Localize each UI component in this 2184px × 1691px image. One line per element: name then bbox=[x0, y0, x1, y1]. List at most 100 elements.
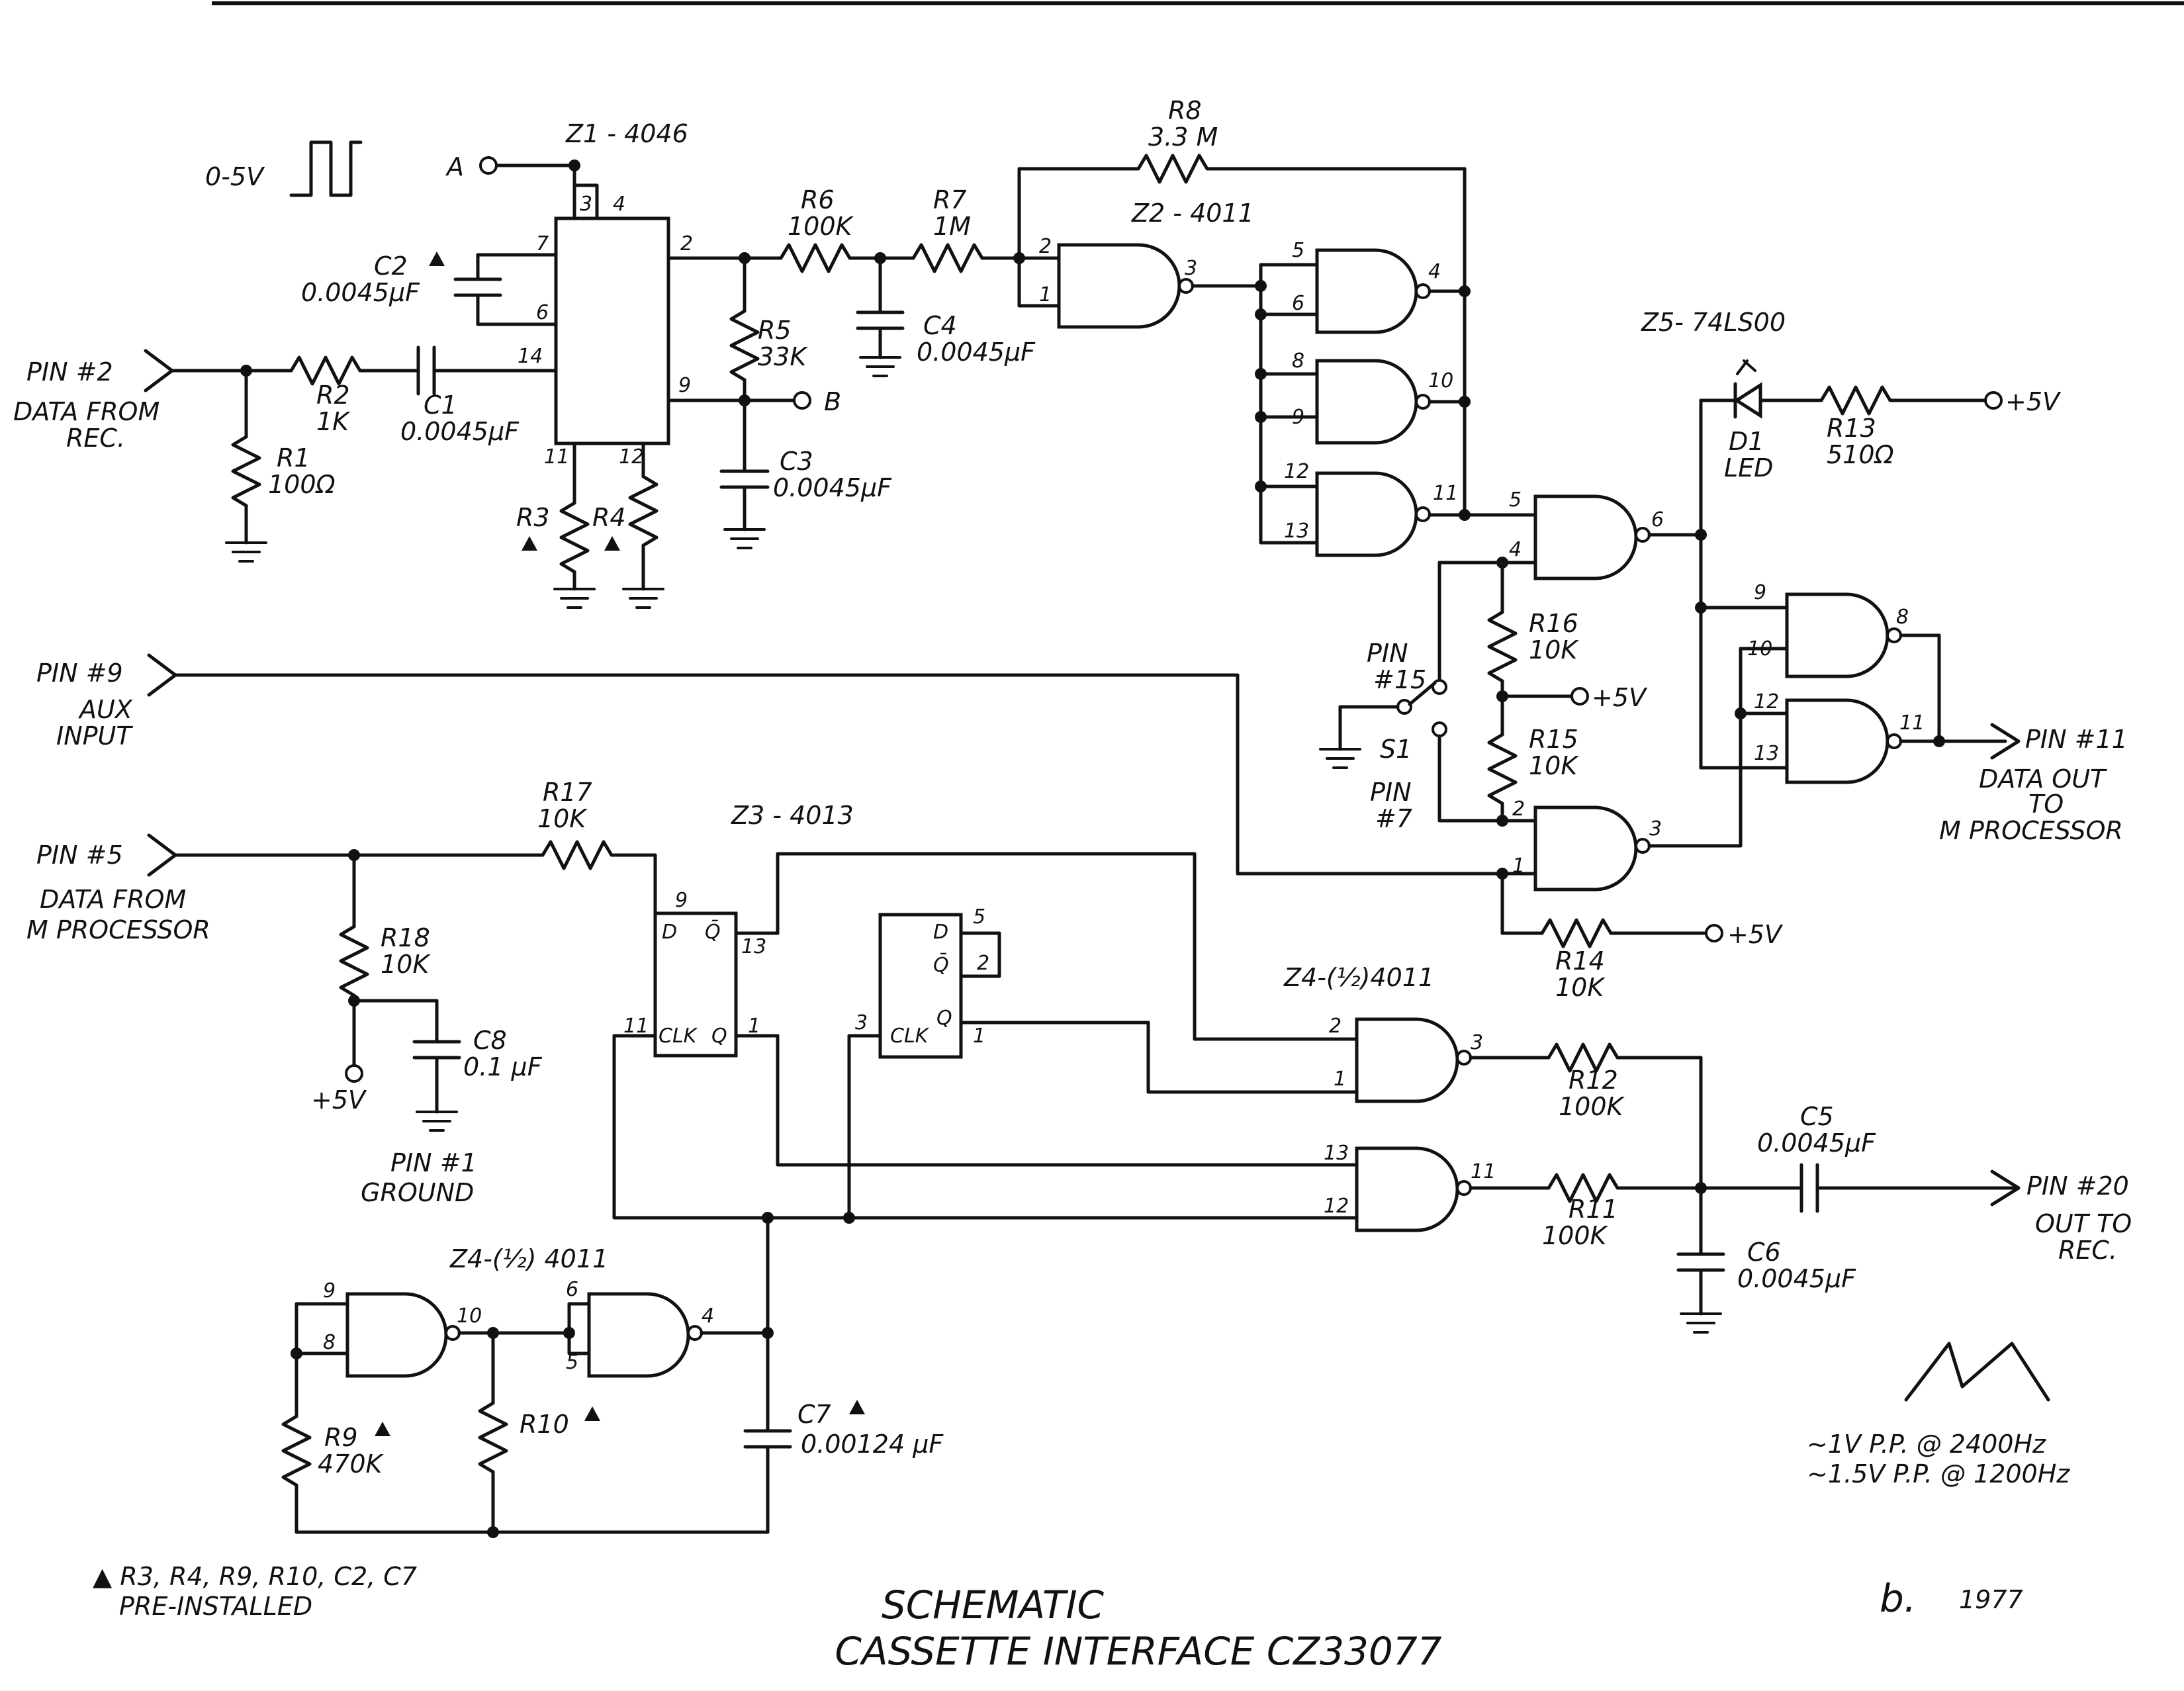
r12-label: R12 bbox=[1569, 1066, 1618, 1095]
svg-text:6: 6 bbox=[536, 301, 549, 324]
footnote-line-1: ▲ R3, R4, R9, R10, C2, C7 bbox=[93, 1562, 417, 1591]
c8-label: C8 bbox=[473, 1026, 507, 1055]
z3-flipflop-1 bbox=[653, 911, 738, 1058]
pin1-label: PIN #1 bbox=[390, 1148, 477, 1177]
svg-text:8: 8 bbox=[1292, 349, 1304, 373]
svg-text:4: 4 bbox=[702, 1304, 714, 1328]
svg-text:2: 2 bbox=[977, 952, 989, 975]
c5-label: C5 bbox=[1800, 1102, 1834, 1131]
z4-gate-3 bbox=[345, 1292, 448, 1378]
svg-text:9: 9 bbox=[675, 889, 688, 912]
svg-text:1: 1 bbox=[1039, 283, 1052, 306]
svg-text:6: 6 bbox=[1651, 508, 1664, 531]
s1-switch-lever bbox=[1408, 681, 1437, 706]
pin11-label: PIN #11 bbox=[2025, 725, 2128, 754]
pin1-desc: GROUND bbox=[361, 1178, 474, 1207]
z5-gate-4 bbox=[1533, 805, 1638, 891]
svg-text:1: 1 bbox=[1334, 1068, 1346, 1091]
svg-text:13: 13 bbox=[741, 935, 766, 958]
svg-text:3: 3 bbox=[1185, 257, 1197, 280]
r4-label: R4 bbox=[592, 503, 626, 532]
r1-label: R1 bbox=[277, 443, 310, 473]
switch-common bbox=[1396, 699, 1412, 715]
input-signal-label: 0-5V bbox=[205, 162, 265, 191]
svg-text:11: 11 bbox=[1471, 1160, 1496, 1183]
r15-resistor bbox=[1487, 733, 1518, 805]
pin9-desc2: INPUT bbox=[56, 721, 133, 751]
r9-label: R9 bbox=[324, 1423, 358, 1452]
svg-text:12: 12 bbox=[1754, 690, 1779, 713]
svg-text:4: 4 bbox=[1509, 538, 1522, 561]
pin20-desc2: REC. bbox=[2058, 1236, 2117, 1265]
pin9-desc1: AUX bbox=[77, 695, 133, 724]
svg-text:13: 13 bbox=[1754, 742, 1779, 765]
r13-resistor bbox=[1819, 385, 1892, 416]
r5-value: 33K bbox=[758, 342, 808, 371]
c4-value: 0.0045µF bbox=[917, 338, 1036, 367]
c8-value: 0.1 µF bbox=[463, 1052, 543, 1081]
r14-supply: +5V bbox=[1727, 920, 1784, 949]
node-a-label: A bbox=[445, 152, 464, 181]
svg-text:2: 2 bbox=[1039, 235, 1052, 258]
svg-text:9: 9 bbox=[323, 1279, 336, 1303]
r9-resistor bbox=[281, 1414, 312, 1487]
r9-value: 470K bbox=[318, 1449, 385, 1479]
r7-label: R7 bbox=[933, 185, 967, 214]
svg-text:5: 5 bbox=[1509, 488, 1522, 512]
z4-gate-4 bbox=[587, 1292, 690, 1378]
r13-supply: +5V bbox=[2005, 387, 2062, 416]
z5-gate-3 bbox=[1785, 698, 1889, 784]
svg-text:5: 5 bbox=[973, 905, 985, 929]
svg-text:13: 13 bbox=[1284, 520, 1309, 543]
r8-resistor bbox=[1136, 154, 1209, 184]
r13-value: 510Ω bbox=[1827, 440, 1894, 469]
svg-text:14: 14 bbox=[518, 345, 543, 368]
svg-text:10: 10 bbox=[457, 1304, 482, 1328]
z4b-label: Z4-(½) 4011 bbox=[449, 1244, 608, 1273]
title-line-1: SCHEMATIC bbox=[882, 1582, 1105, 1627]
svg-text:CLK: CLK bbox=[890, 1025, 930, 1048]
r10-resistor bbox=[478, 1401, 508, 1474]
c1-value: 0.0045µF bbox=[400, 417, 520, 446]
c7-label: C7 bbox=[797, 1400, 831, 1429]
pin5-connector bbox=[147, 833, 177, 877]
r15-value: 10K bbox=[1529, 751, 1579, 780]
svg-text:3: 3 bbox=[1471, 1031, 1483, 1054]
z1-4046-chip bbox=[554, 216, 670, 445]
pin20-label: PIN #20 bbox=[2026, 1171, 2129, 1201]
svg-text:13: 13 bbox=[1324, 1142, 1349, 1165]
r2-label: R2 bbox=[316, 381, 350, 410]
triangle-waveform-icon bbox=[1904, 1342, 2050, 1402]
z2-gate-3 bbox=[1315, 359, 1418, 445]
z5-label: Z5- 74LS00 bbox=[1641, 308, 1786, 337]
svg-text:11: 11 bbox=[1899, 711, 1925, 735]
waveform-note-1: ~1V P.P. @ 2400Hz bbox=[1807, 1430, 2046, 1459]
pin15-label2: #15 bbox=[1373, 665, 1426, 694]
z1-label: Z1 - 4046 bbox=[565, 119, 688, 148]
r14-resistor bbox=[1540, 918, 1613, 948]
svg-text:6: 6 bbox=[566, 1278, 578, 1301]
r18-supply: +5V bbox=[311, 1085, 367, 1115]
oscillator-section: Z4-(½) 4011 9 8 10 6 5 4 R9 470K bbox=[281, 1216, 944, 1538]
z2-gate-1 bbox=[1057, 243, 1181, 329]
input-section: PIN #2 DATA FROM REC. R1 100Ω R2 1K C1 0… bbox=[13, 119, 1061, 609]
r11-label: R11 bbox=[1569, 1195, 1618, 1224]
r7-resistor bbox=[911, 243, 984, 273]
r12-resistor bbox=[1547, 1042, 1619, 1073]
svg-text:Q: Q bbox=[711, 1025, 727, 1048]
r6-value: 100K bbox=[788, 212, 854, 241]
svg-text:5: 5 bbox=[1292, 239, 1304, 262]
r12-value: 100K bbox=[1559, 1092, 1625, 1121]
svg-text:1: 1 bbox=[748, 1015, 760, 1038]
svg-text:3: 3 bbox=[580, 193, 592, 216]
d1-value: LED bbox=[1724, 453, 1773, 482]
pin9-label: PIN #9 bbox=[36, 659, 123, 688]
r18-label: R18 bbox=[381, 923, 430, 952]
r11-resistor bbox=[1547, 1173, 1619, 1203]
c3-value: 0.0045µF bbox=[773, 473, 892, 502]
svg-text:3: 3 bbox=[855, 1011, 868, 1034]
svg-text:12: 12 bbox=[1284, 460, 1309, 483]
c1-label: C1 bbox=[424, 390, 457, 420]
svg-text:9: 9 bbox=[1754, 581, 1766, 604]
